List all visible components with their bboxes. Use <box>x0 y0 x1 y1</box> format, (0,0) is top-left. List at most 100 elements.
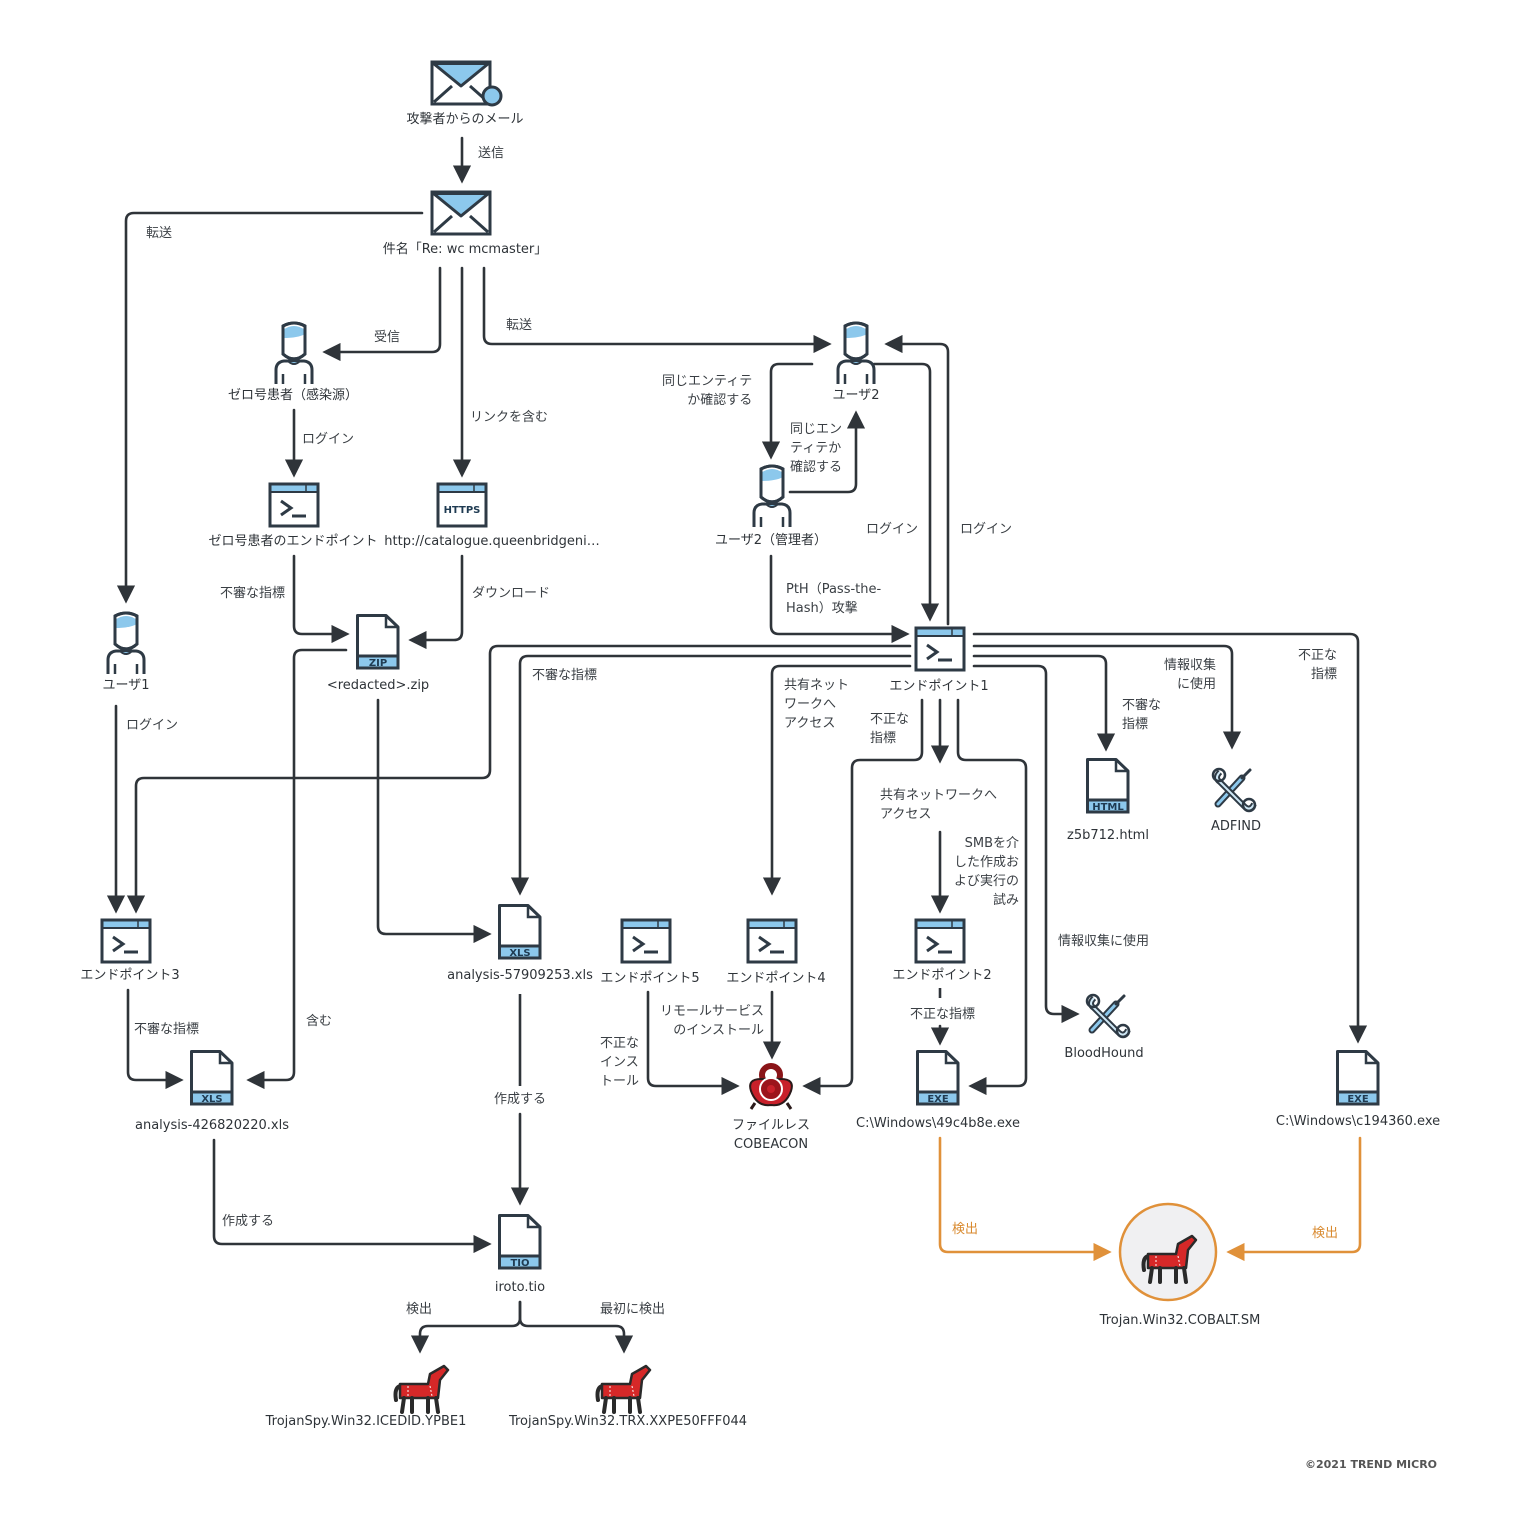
exe-c194360-file-badge: EXE <box>1347 1094 1369 1105</box>
edge-same-entity-1 <box>761 362 814 460</box>
edge-label-login-ep1: ログイン <box>960 522 1013 537</box>
endpoint2-terminal-icon[interactable] <box>914 918 966 964</box>
biohazard-icon[interactable] <box>749 1063 793 1110</box>
edge-download <box>408 554 464 650</box>
user2-icon[interactable] <box>836 321 876 386</box>
edge-suspicious-xls <box>510 654 912 896</box>
edge-label-first-detect: 最初に検出 <box>600 1302 666 1317</box>
edge-label-pth: PtH（Pass-the- Hash）攻撃 <box>786 582 882 616</box>
xls-426820220-label: analysis-426820220.xls <box>135 1118 289 1133</box>
edge-label-detect-2: 検出 <box>1312 1226 1339 1241</box>
patient-zero-endpoint-label: ゼロ号患者のエンドポイント <box>208 534 378 549</box>
icedid-label: TrojanSpy.Win32.ICEDID.YPBE1 <box>265 1414 467 1429</box>
bloodhound-tools-icon[interactable] <box>1087 995 1129 1037</box>
edge-label-login-user2: ログイン <box>866 522 919 537</box>
edge-creates-1 <box>212 1138 492 1254</box>
patient-zero-endpoint-terminal-icon[interactable] <box>268 482 320 528</box>
edge-forward-user2 <box>482 266 832 354</box>
patient-zero-label: ゼロ号患者（感染源） <box>227 388 359 403</box>
subject-mail-label: 件名「Re: wc mcmaster」 <box>382 242 548 257</box>
edge-shared-net-1 <box>762 664 912 896</box>
edge-recon-bloodhound <box>972 664 1080 1024</box>
edge-label-suspicious-pz: 不審な指標 <box>220 586 286 601</box>
edge-label-shared-net-2: 共有ネットワークへ アクセス <box>880 788 998 822</box>
user2-admin-icon[interactable] <box>752 464 792 529</box>
edge-malicious-install <box>646 990 740 1096</box>
endpoint1-terminal-icon[interactable] <box>914 626 966 672</box>
exe-c194360-label: C:\Windows\c194360.exe <box>1275 1114 1441 1129</box>
edge-label-detect-1: 検出 <box>952 1222 979 1237</box>
edge-detect-exe1 <box>938 1136 1112 1262</box>
adfind-label: ADFIND <box>1211 819 1261 834</box>
user1-label: ユーザ1 <box>102 678 150 693</box>
edge-contains <box>246 648 348 1090</box>
exe-49c4b8e-label: C:\Windows\49c4b8e.exe <box>856 1116 1020 1131</box>
edge-label-recon-bloodhound: 情報収集に使用 <box>1058 934 1150 949</box>
https-badge: HTTPS <box>444 505 481 516</box>
edge-recon-adfind <box>972 644 1242 750</box>
trx-trojan-horse-icon[interactable] <box>595 1364 652 1414</box>
subject-mail-icon[interactable] <box>430 190 492 236</box>
edge-label-download: ダウンロード <box>472 586 551 601</box>
cobalt-detection-circle <box>1118 1202 1218 1302</box>
attacker-mail-label: 攻撃者からのメール <box>406 112 524 127</box>
html-file-label: z5b712.html <box>1067 828 1149 843</box>
bloodhound-label: BloodHound <box>1064 1046 1144 1061</box>
user1-icon[interactable] <box>106 611 146 676</box>
copyright: ©2021 TREND MICRO <box>1305 1458 1438 1471</box>
https-window-body <box>441 494 483 524</box>
endpoint4-terminal-icon[interactable] <box>746 918 798 964</box>
endpoint5-label: エンドポイント5 <box>600 971 700 986</box>
user2-admin-label: ユーザ2（管理者） <box>714 533 828 548</box>
endpoint5-terminal-icon[interactable] <box>620 918 672 964</box>
endpoint3-label: エンドポイント3 <box>80 968 180 983</box>
edge-malicious-exe2 <box>972 632 1368 1044</box>
edges <box>106 136 1368 1354</box>
xls-57909253-file-badge: XLS <box>509 948 530 959</box>
patient-zero-user-icon[interactable] <box>274 321 314 386</box>
edge-label-malicious-install: 不正な インス トール <box>600 1036 640 1089</box>
trx-label: TrojanSpy.Win32.TRX.XXPE50FFF044 <box>508 1414 748 1429</box>
attachment-badge-icon <box>481 85 503 107</box>
edge-pth <box>769 554 910 644</box>
edge-label-suspicious-ep3: 不審な指標 <box>134 1022 200 1037</box>
edge-detect-exe2 <box>1226 1136 1362 1262</box>
edge-receive <box>322 266 442 362</box>
endpoint4-label: エンドポイント4 <box>726 971 826 986</box>
edge-label-login-user1: ログイン <box>126 718 179 733</box>
xls-57909253-label: analysis-57909253.xls <box>447 968 593 983</box>
tio-file-badge: TIO <box>510 1258 529 1269</box>
edge-label-malicious-ep1: 不正な 指標 <box>870 712 910 746</box>
endpoint3-terminal-icon[interactable] <box>100 918 152 964</box>
edge-label-send: 送信 <box>478 146 505 161</box>
edge-label-login-pz: ログイン <box>302 432 355 447</box>
endpoint1-label: エンドポイント1 <box>889 679 989 694</box>
cobalt-sm-label: Trojan.Win32.COBALT.SM <box>1099 1313 1261 1328</box>
zip-file-badge: ZIP <box>369 658 387 669</box>
edge-suspicious-html <box>972 654 1116 752</box>
edge-ep1-to-ep3 <box>126 644 912 914</box>
endpoint2-label: エンドポイント2 <box>892 968 992 983</box>
user2-label: ユーザ2 <box>832 388 880 403</box>
edge-same-entity-2 <box>788 410 866 494</box>
adfind-tools-icon[interactable] <box>1213 769 1255 811</box>
edge-malicious-ep1 <box>802 698 924 1096</box>
edge-label-forward-user1: 転送 <box>146 226 173 241</box>
edge-ep1-to-exe <box>956 698 1028 1096</box>
edge-label-contains: 含む <box>306 1014 333 1029</box>
edge-label-remote-service: リモールサービス のインストール <box>660 1004 765 1038</box>
zip-file-label: <redacted>.zip <box>326 678 430 693</box>
edge-label-malicious-ep2: 不正な指標 <box>910 1007 976 1022</box>
exe-49c4b8e-file-badge: EXE <box>927 1094 949 1105</box>
edge-zip-to-xls <box>376 698 492 944</box>
edge-label-detect-left: 検出 <box>406 1302 433 1317</box>
edge-detect-icedid <box>410 1300 522 1354</box>
attacker-mail-icon[interactable] <box>430 60 492 106</box>
icedid-trojan-horse-icon[interactable] <box>393 1364 450 1414</box>
edge-login-user2 <box>872 362 940 622</box>
tio-file-label: iroto.tio <box>494 1280 546 1295</box>
edge-label-receive: 受信 <box>374 330 401 345</box>
edge-label-malicious-exe2: 不正な 指標 <box>1298 648 1338 682</box>
